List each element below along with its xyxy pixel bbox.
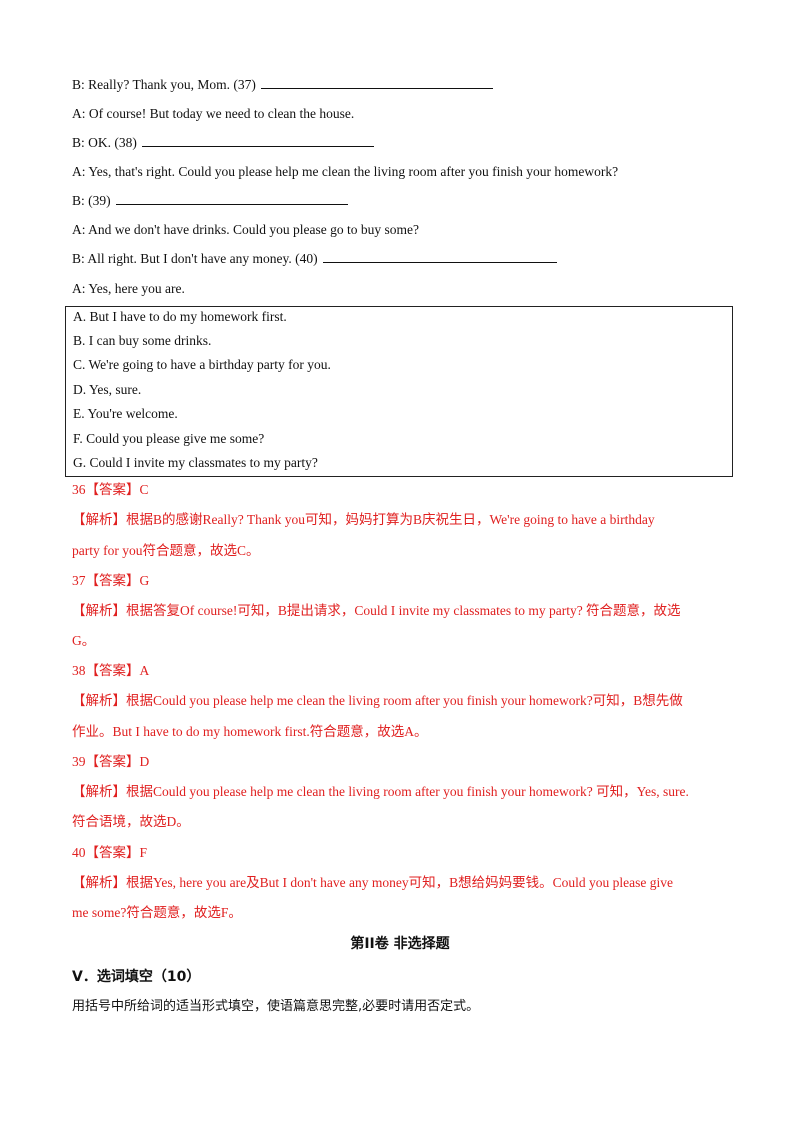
analysis-40-line1: 【解析】根据Yes, here you are及But I don't have… <box>72 875 673 890</box>
dialogue-text: A: And we don't have drinks. Could you p… <box>72 222 420 237</box>
answer-40: 40【答案】F <box>72 845 148 860</box>
option-d: D. Yes, sure. <box>73 382 142 397</box>
dialogue-text: A: Yes, that's right. Could you please h… <box>72 164 619 179</box>
option-b: B. I can buy some drinks. <box>73 333 212 348</box>
analysis-39-line2: 符合语境，故选D。 <box>72 814 190 829</box>
option-g: G. Could I invite my classmates to my pa… <box>73 455 318 470</box>
option-a: A. But I have to do my homework first. <box>73 309 287 324</box>
answer-37: 37【答案】G <box>72 573 150 588</box>
dialogue-line: A: Of course! But today we need to clean… <box>72 105 354 123</box>
section-title: 第II卷 非选择题 <box>350 936 450 952</box>
dialogue-line: A: Yes, here you are. <box>72 280 185 298</box>
answer-blank-40[interactable] <box>323 250 558 263</box>
dialogue-line-40: B: All right. But I don't have any money… <box>72 250 558 268</box>
analysis-38-line1: 【解析】根据Could you please help me clean the… <box>72 693 683 708</box>
part-title: V．选词填空（10） <box>72 969 201 985</box>
dialogue-text: A: Of course! But today we need to clean… <box>72 106 355 121</box>
dialogue-line-37: B: Really? Thank you, Mom. (37) <box>72 76 494 94</box>
answer-39: 39【答案】D <box>72 754 150 769</box>
dialogue-text: B: (39) <box>72 193 114 208</box>
option-c: C. We're going to have a birthday party … <box>73 357 331 372</box>
analysis-37-line2: G。 <box>72 633 96 648</box>
instruction-text: 用括号中所给词的适当形式填空，使语篇意思完整,必要时请用否定式。 <box>72 999 480 1014</box>
dialogue-text: B: OK. (38) <box>72 135 141 150</box>
answer-blank-38[interactable] <box>142 134 375 147</box>
analysis-39-line1: 【解析】根据Could you please help me clean the… <box>72 784 689 799</box>
analysis-36-line2: party for you符合题意，故选C。 <box>72 543 260 558</box>
answer-blank-37[interactable] <box>261 76 494 89</box>
dialogue-text: A: Yes, here you are. <box>72 281 185 296</box>
analysis-37-line1: 【解析】根据答复Of course!可知，B提出请求，Could I invit… <box>72 603 681 618</box>
option-e: E. You're welcome. <box>73 406 178 421</box>
analysis-40-line2: me some?符合题意，故选F。 <box>72 905 242 920</box>
dialogue-line: A: And we don't have drinks. Could you p… <box>72 221 419 239</box>
dialogue-line-39: B: (39) <box>72 192 348 210</box>
options-box: A. But I have to do my homework first. B… <box>65 306 733 477</box>
answer-36: 36【答案】C <box>72 482 149 497</box>
analysis-36-line1: 【解析】根据B的感谢Really? Thank you可知，妈妈打算为B庆祝生日… <box>72 512 655 527</box>
dialogue-line: A: Yes, that's right. Could you please h… <box>72 163 618 181</box>
dialogue-line-38: B: OK. (38) <box>72 134 375 152</box>
dialogue-text: B: Really? Thank you, Mom. (37) <box>72 77 260 92</box>
answer-38: 38【答案】A <box>72 663 150 678</box>
answer-blank-39[interactable] <box>116 192 348 205</box>
dialogue-text: B: All right. But I don't have any money… <box>72 251 322 266</box>
option-f: F. Could you please give me some? <box>73 431 265 446</box>
analysis-38-line2: 作业。But I have to do my homework first.符合… <box>72 724 428 739</box>
